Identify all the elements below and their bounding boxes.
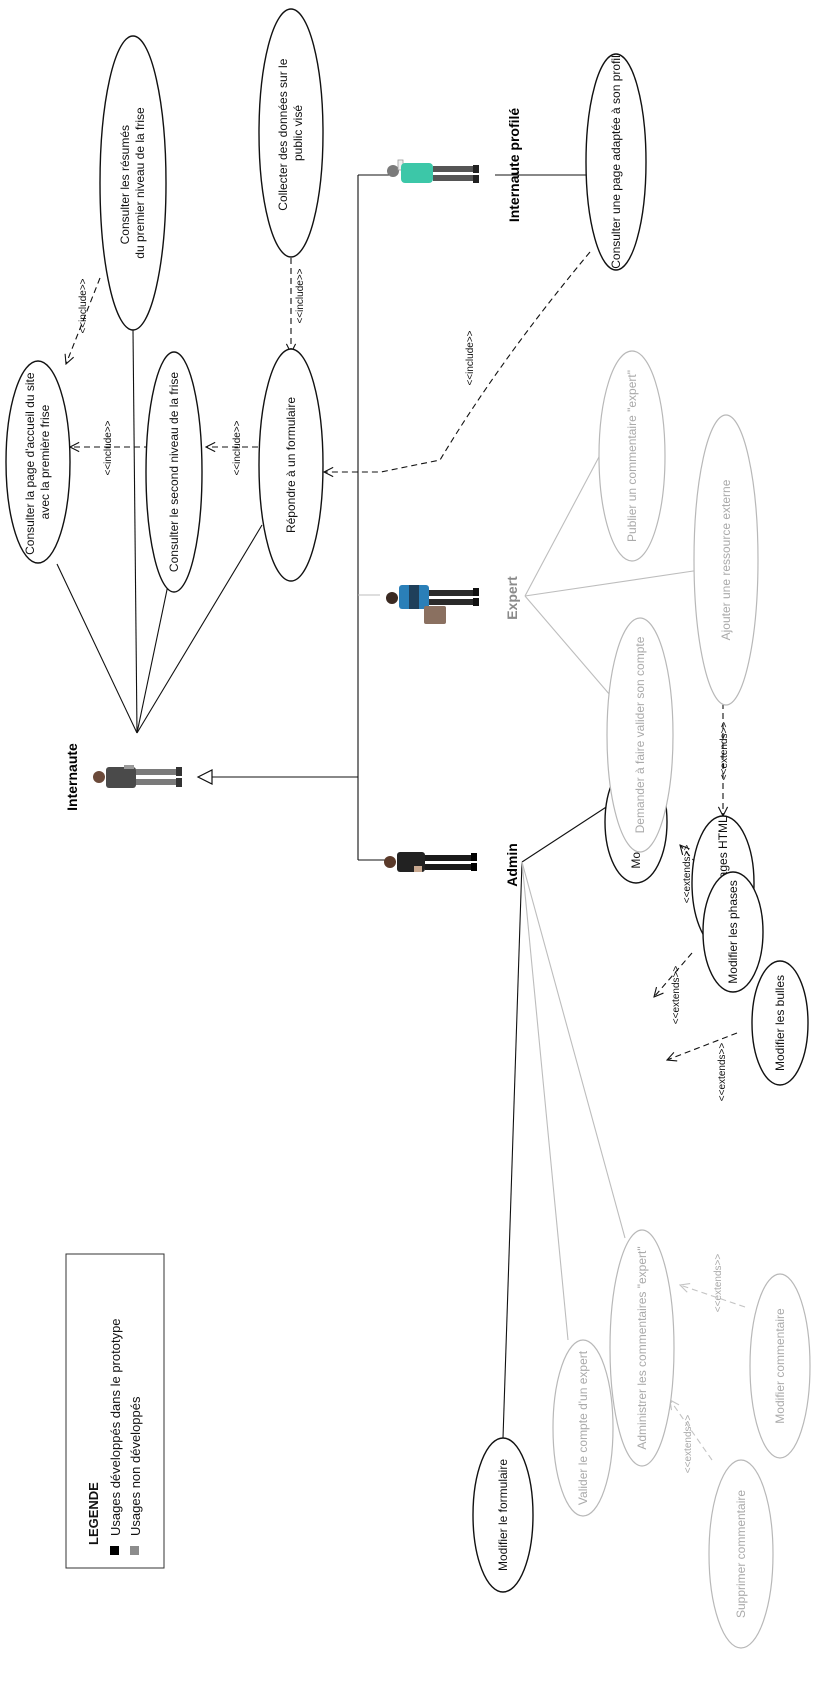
actor-internaute-profile[interactable]: Internaute profilé <box>387 108 522 223</box>
assoc-expert-ressource <box>524 569 701 597</box>
use-case-bulles[interactable]: Modifier les bulles <box>751 960 809 1086</box>
include-label: <<include>> <box>232 420 243 475</box>
use-case-ressource-externe[interactable]: Ajouter une ressource externe <box>693 414 759 706</box>
use-case-collecter[interactable]: Collecter des données sur le public visé <box>258 8 324 258</box>
include-page-adaptee-formulaire <box>324 251 591 472</box>
assoc-expert-publier <box>524 454 601 597</box>
actor-label: Expert <box>504 576 520 620</box>
extends-modifier-commentaire-administrer <box>680 1285 746 1308</box>
include-resumes-accueil <box>66 277 101 364</box>
legend-title: LEGENDE <box>86 1482 101 1545</box>
legend-swatch-not-developed <box>130 1546 139 1555</box>
use-case-label: Consulter une page adaptée à son profil <box>609 55 623 269</box>
assoc-internaute-formulaire <box>136 524 263 734</box>
use-case-label: Demander à faire valider son compte <box>633 636 647 833</box>
use-case-label: Valider le compte d'un expert <box>576 1350 590 1505</box>
extends-bulles-frises <box>667 1032 738 1060</box>
generalization-arrowhead <box>196 769 213 785</box>
actor-label: Internaute profilé <box>506 108 522 223</box>
assoc-admin-frises <box>521 799 618 863</box>
use-case-modifier-commentaire[interactable]: Modifier commentaire <box>749 1273 811 1459</box>
use-case-administrer-commentaires[interactable]: Administrer les commentaires "expert" <box>609 1229 675 1467</box>
assoc-admin-valider-compte <box>521 861 569 1341</box>
use-case-resumes[interactable]: Consulter les résumés du premier niveau … <box>99 35 167 331</box>
svg-text:Collecter des données sur le: Collecter des données sur le public visé <box>276 55 305 210</box>
extends-label: <<extends>> <box>671 966 682 1025</box>
extends-label: <<extends>> <box>717 1043 728 1102</box>
person-icon <box>387 159 479 183</box>
use-case-faire-valider[interactable]: Demander à faire valider son compte <box>606 617 674 853</box>
use-case-label: Modifier commentaire <box>773 1308 787 1424</box>
assoc-internaute-accueil <box>56 563 138 734</box>
person-icon <box>93 765 182 788</box>
actor-admin[interactable]: Admin <box>384 843 520 887</box>
use-case-supprimer-commentaire[interactable]: Supprimer commentaire <box>708 1459 774 1649</box>
assoc-expert-faire-valider <box>524 595 611 696</box>
use-case-label: avec la première frise <box>38 404 52 519</box>
actor-label: Admin <box>504 843 520 887</box>
extends-label: <<extends>> <box>683 1415 694 1474</box>
use-case-phases[interactable]: Modifier les phases <box>702 871 764 993</box>
relation-labels: <<include>> <<include>> <<include>> <<in… <box>78 268 730 1473</box>
include-label: <<include>> <box>295 268 306 323</box>
svg-text:Consulter les résumés du: Consulter les résumés du premier niveau … <box>118 107 147 259</box>
assoc-internaute-second <box>136 584 169 734</box>
assoc-admin-modifier-formulaire <box>502 861 523 1439</box>
actor-label: Internaute <box>64 743 80 811</box>
svg-text:Consulter la page d'accueil du: Consulter la page d'accueil du site avec… <box>23 369 52 555</box>
extends-label: <<extends>> <box>713 1254 724 1313</box>
use-case-page-adaptee[interactable]: Consulter une page adaptée à son profil <box>585 53 647 271</box>
extends-label: <<extends>> <box>682 845 693 904</box>
use-case-label: Collecter des données sur le <box>276 58 290 210</box>
include-label: <<include>> <box>465 330 476 385</box>
person-icon <box>386 585 479 624</box>
use-case-label: Répondre à un formulaire <box>284 397 298 533</box>
actor-expert[interactable]: Expert <box>386 576 520 624</box>
use-case-label: Modifier les phases <box>726 880 740 983</box>
extends-supprimer-commentaire-administrer <box>670 1400 713 1461</box>
legend-box <box>65 1253 165 1569</box>
use-case-label: Modifier le formulaire <box>496 1459 510 1571</box>
legend-label: Usages développés dans le prototype <box>108 1318 123 1536</box>
use-case-label: Supprimer commentaire <box>734 1490 748 1618</box>
use-case-label: Modifier les bulles <box>773 975 787 1071</box>
use-case-label: Consulter le second niveau de la frise <box>167 372 181 572</box>
include-label: <<include>> <box>78 278 89 333</box>
connectors <box>56 174 746 1461</box>
use-case-label: public visé <box>291 105 305 161</box>
use-case-valider-compte[interactable]: Valider le compte d'un expert <box>552 1339 614 1517</box>
use-case-label: du premier niveau de la frise <box>133 107 147 259</box>
extends-label: <<extends>> <box>719 722 730 781</box>
use-case-label: Consulter la page d'accueil du site <box>23 372 37 555</box>
use-case-label: Publier un commentaire "expert" <box>625 370 639 542</box>
use-case-second-niveau[interactable]: Consulter le second niveau de la frise <box>145 351 203 593</box>
include-label: <<include>> <box>103 420 114 475</box>
person-icon <box>384 852 477 872</box>
use-case-formulaire[interactable]: Répondre à un formulaire <box>258 348 324 582</box>
legend-swatch-developed <box>110 1546 119 1555</box>
use-case-publier-commentaire[interactable]: Publier un commentaire "expert" <box>598 350 666 562</box>
use-case-label: Administrer les commentaires "expert" <box>635 1246 649 1449</box>
assoc-internaute-resumes <box>132 329 138 734</box>
legend-label: Usages non développés <box>128 1396 143 1536</box>
use-case-modifier-formulaire[interactable]: Modifier le formulaire <box>472 1437 534 1593</box>
use-case-accueil[interactable]: Consulter la page d'accueil du site avec… <box>5 360 71 564</box>
legend: LEGENDE Usages développés dans le protot… <box>65 1253 165 1569</box>
use-case-label: Consulter les résumés <box>118 125 132 244</box>
assoc-admin-administrer <box>521 861 626 1239</box>
use-case-label: Ajouter une ressource externe <box>719 479 733 640</box>
actor-internaute[interactable]: Internaute <box>64 743 182 811</box>
